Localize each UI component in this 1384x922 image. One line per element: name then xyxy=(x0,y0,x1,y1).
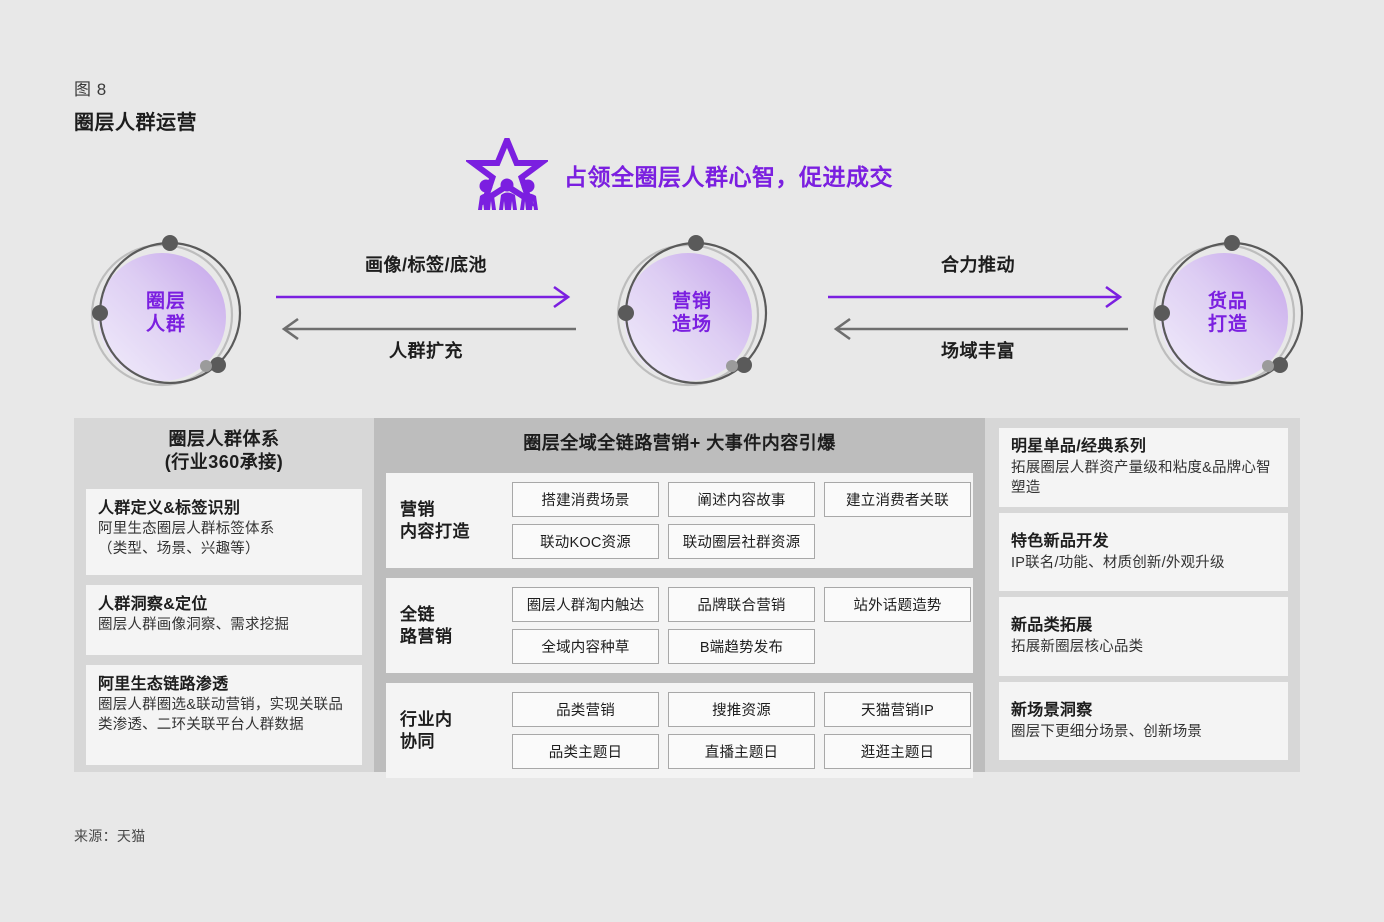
card-new-product-development: 特色新品开发 IP联名/功能、材质创新/外观升级 xyxy=(999,512,1288,591)
panel-product-strategy: 明星单品/经典系列 拓展圈层人群资产量级和粘度&品牌心智塑造 特色新品开发 IP… xyxy=(985,418,1300,772)
card-audience-insight: 人群洞察&定位 圈层人群画像洞察、需求挖掘 xyxy=(86,584,362,655)
card-body: 圈层下更细分场景、创新场景 xyxy=(1011,723,1203,740)
arrow-forward-label-2: 合力推动 xyxy=(941,255,1015,275)
card-new-category-expansion: 新品类拓展 拓展新圈层核心品类 xyxy=(999,597,1288,676)
tag[interactable]: 阐述内容故事 xyxy=(668,482,815,518)
tag[interactable]: 建立消费者关联 xyxy=(824,482,971,518)
figure-title: 圈层人群运营 xyxy=(74,112,197,134)
card-body: IP联名/功能、材质创新/外观升级 xyxy=(1011,554,1225,571)
card-new-scenario-insight: 新场景洞察 圈层下更细分场景、创新场景 xyxy=(999,681,1288,760)
card-title: 人群定义&标签识别 xyxy=(98,499,241,517)
mid-row-full-link-marketing: 全链 路营销 圈层人群淘内触达 品牌联合营销 站外话题造势 全域内容种草 B端趋… xyxy=(386,578,973,674)
arrow-backward-label-1: 人群扩充 xyxy=(389,341,463,361)
card-title: 特色新品开发 xyxy=(1011,532,1109,550)
tag[interactable]: 天猫营销IP xyxy=(824,692,971,728)
card-body: 圈层人群圈选&联动营销，实现关联品类渗透、二环关联平台人群数据 xyxy=(98,697,344,734)
mid-row-industry-collaboration: 行业内 协同 品类营销 搜推资源 天猫营销IP 品类主题日 直播主题日 逛逛主题… xyxy=(386,683,973,779)
tag[interactable]: 品类主题日 xyxy=(512,734,659,770)
panel-left-heading: 圈层人群体系 (行业360承接) xyxy=(164,429,284,473)
tag[interactable]: 搜推资源 xyxy=(668,692,815,728)
tag[interactable]: 联动KOC资源 xyxy=(512,524,659,560)
card-body: 阿里生态圈层人群标签体系 （类型、场景、兴趣等） xyxy=(98,521,275,558)
card-title: 阿里生态链路渗透 xyxy=(98,675,229,693)
card-ali-ecosystem-penetration: 阿里生态链路渗透 圈层人群圈选&联动营销，实现关联品类渗透、二环关联平台人群数据 xyxy=(86,664,362,765)
card-title: 新场景洞察 xyxy=(1011,701,1093,719)
headline-text: 占领全圈层人群心智，促进成交 xyxy=(564,164,893,190)
card-title: 人群洞察&定位 xyxy=(98,595,208,613)
panels-container: 圈层人群体系 (行业360承接) 人群定义&标签识别 阿里生态圈层人群标签体系 … xyxy=(74,418,1300,779)
mid-row-label: 全链 路营销 xyxy=(400,604,453,646)
card-star-product: 明星单品/经典系列 拓展圈层人群资产量级和粘度&品牌心智塑造 xyxy=(999,428,1288,507)
flow-node-marketing: 营销 造场 xyxy=(604,225,780,401)
headline: 占领全圈层人群心智，促进成交 xyxy=(466,138,893,212)
mid-row-label: 行业内 协同 xyxy=(400,709,453,751)
tag[interactable]: 站外话题造势 xyxy=(824,587,971,623)
tag[interactable]: 全域内容种草 xyxy=(512,629,659,665)
mid-row-content-creation: 营销 内容打造 搭建消费场景 阐述内容故事 建立消费者关联 联动KOC资源 联动… xyxy=(386,473,973,569)
tag[interactable]: 联动圈层社群资源 xyxy=(668,524,815,560)
star-people-icon xyxy=(466,138,548,212)
card-title: 新品类拓展 xyxy=(1011,617,1093,635)
flow-diagram: 圈层 人群 画像/标签/底池 人群扩充 xyxy=(0,225,1384,400)
card-body: 圈层人群画像洞察、需求挖掘 xyxy=(98,617,290,634)
mid-row-tags: 搭建消费场景 阐述内容故事 建立消费者关联 联动KOC资源 联动圈层社群资源 xyxy=(512,482,971,560)
mid-row-tags: 圈层人群淘内触达 品牌联合营销 站外话题造势 全域内容种草 B端趋势发布 xyxy=(512,587,971,665)
card-body: 拓展新圈层核心品类 xyxy=(1011,639,1144,656)
arrow-backward-label-2: 场域丰富 xyxy=(941,341,1015,361)
flow-node-audience: 圈层 人群 xyxy=(78,225,254,401)
tag[interactable]: 直播主题日 xyxy=(668,734,815,770)
panel-omnichannel-marketing: 圈层全域全链路营销+ 大事件内容引爆 营销 内容打造 搭建消费场景 阐述内容故事… xyxy=(374,418,985,779)
tag[interactable]: 逛逛主题日 xyxy=(824,734,971,770)
card-body: 拓展圈层人群资产量级和粘度&品牌心智塑造 xyxy=(1011,460,1271,497)
card-audience-definition: 人群定义&标签识别 阿里生态圈层人群标签体系 （类型、场景、兴趣等） xyxy=(86,488,362,575)
tag[interactable]: 品类营销 xyxy=(512,692,659,728)
card-title: 明星单品/经典系列 xyxy=(1011,438,1147,456)
mid-row-tags: 品类营销 搜推资源 天猫营销IP 品类主题日 直播主题日 逛逛主题日 xyxy=(512,692,971,770)
flow-arrows-left: 画像/标签/底池 人群扩充 xyxy=(276,241,576,381)
panel-mid-heading: 圈层全域全链路营销+ 大事件内容引爆 xyxy=(523,433,836,453)
tag[interactable]: 品牌联合营销 xyxy=(668,587,815,623)
tag[interactable]: 圈层人群淘内触达 xyxy=(512,587,659,623)
mid-row-label: 营销 内容打造 xyxy=(400,499,470,541)
flow-arrows-right: 合力推动 场域丰富 xyxy=(828,241,1128,381)
source-note: 来源：天猫 xyxy=(74,828,146,844)
tag[interactable]: B端趋势发布 xyxy=(668,629,815,665)
arrow-forward-label-1: 画像/标签/底池 xyxy=(364,255,487,275)
panel-audience-system: 圈层人群体系 (行业360承接) 人群定义&标签识别 阿里生态圈层人群标签体系 … xyxy=(74,418,374,772)
flow-node-product: 货品 打造 xyxy=(1140,225,1316,401)
tag[interactable]: 搭建消费场景 xyxy=(512,482,659,518)
figure-number: 图 8 xyxy=(74,80,107,99)
